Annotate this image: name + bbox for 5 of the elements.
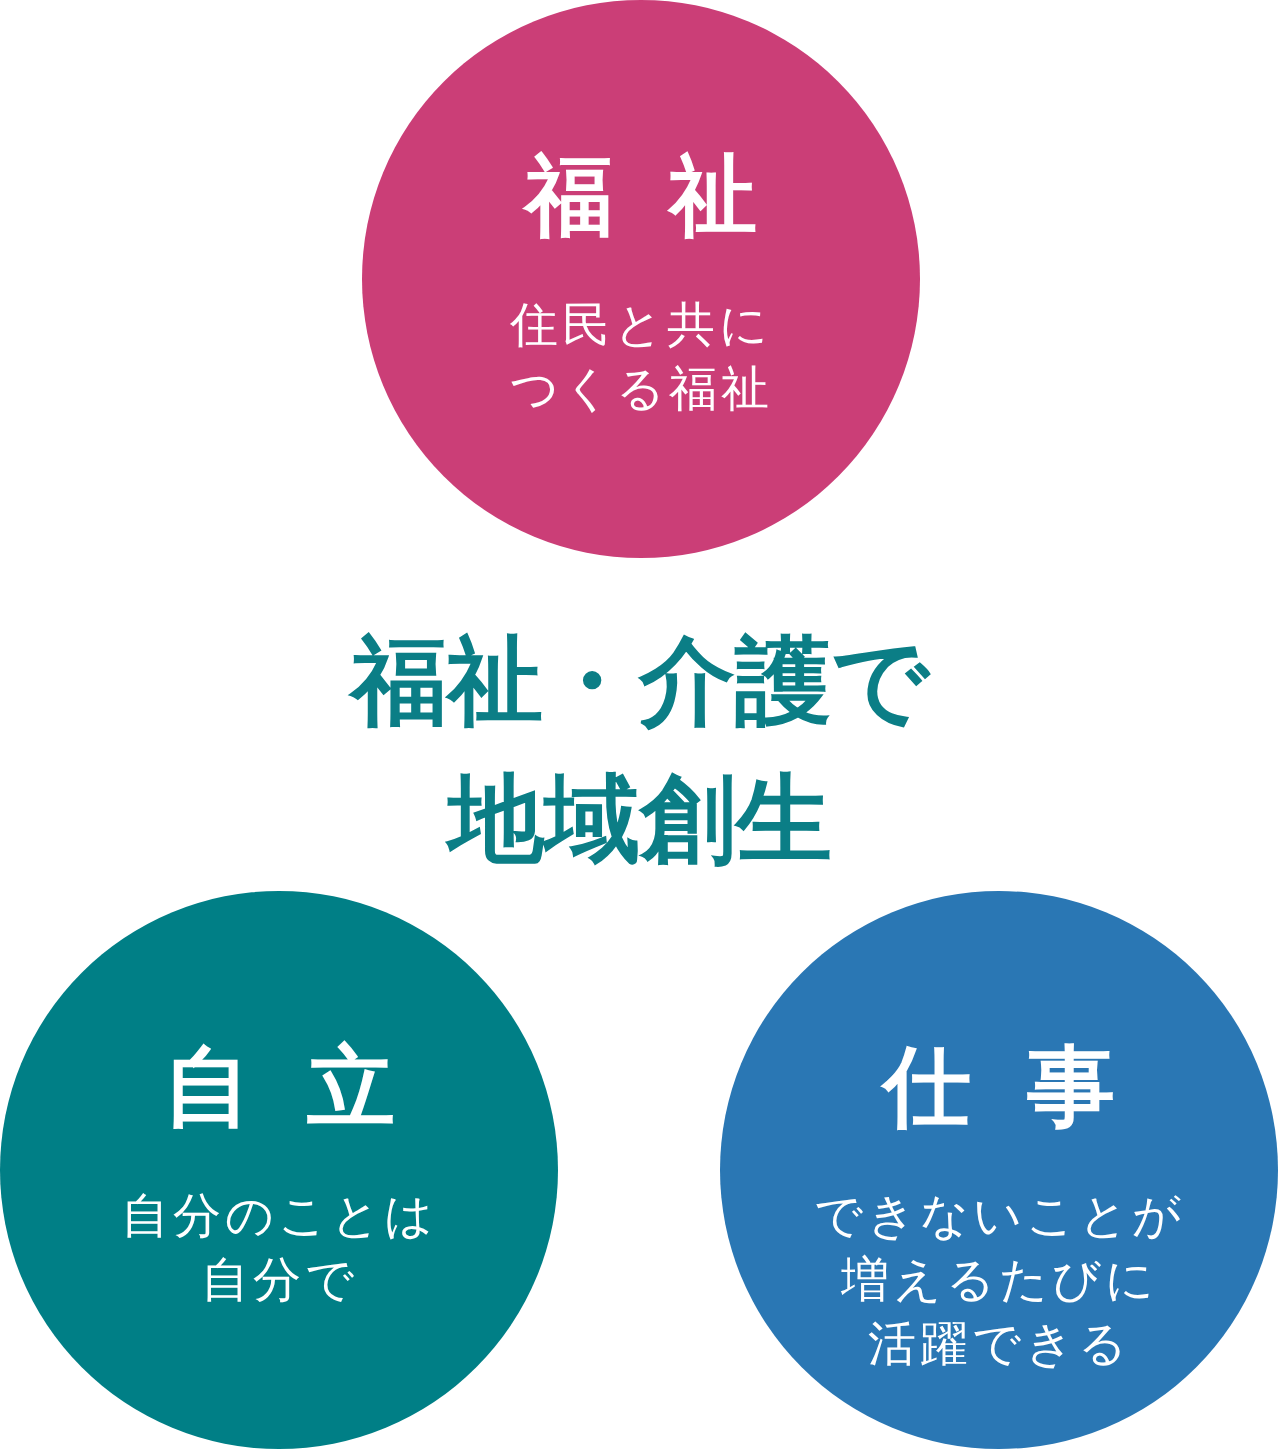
node-heading: 自立 bbox=[163, 1041, 395, 1133]
node-description: 住民と共につくる福祉 bbox=[509, 295, 773, 418]
node-description: できないことが増えるたびに活躍できる bbox=[813, 1186, 1185, 1373]
node-description: 自分のことは自分で bbox=[121, 1186, 437, 1309]
diagram-title: 福祉・介護で地域創生 bbox=[347, 624, 932, 877]
